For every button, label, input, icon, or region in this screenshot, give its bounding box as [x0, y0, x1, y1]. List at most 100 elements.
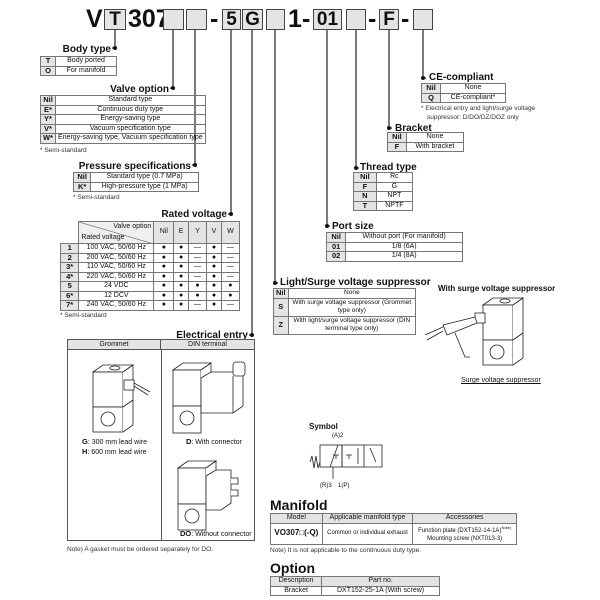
diagonal-header: Valve option Rated voltage	[78, 221, 155, 244]
option-code: N	[353, 191, 377, 202]
option-value: —	[187, 262, 208, 273]
option-code: Nil	[353, 172, 377, 183]
option-value: ●	[206, 300, 222, 311]
code-bracket: F	[379, 9, 399, 30]
option-value: ●	[153, 252, 175, 263]
option-value: ●	[187, 281, 208, 292]
semi-standard-note: * Semi-standard	[60, 312, 107, 319]
grommet-g-caption: G: 300 mm lead wire	[82, 437, 147, 446]
option-value: With bracket	[405, 141, 465, 152]
col-v: V	[206, 221, 222, 244]
option-value: ●	[173, 300, 189, 311]
col-w: W	[220, 221, 241, 244]
manifold-model: VO307□(-Q)	[270, 522, 323, 545]
option-code: O	[39, 65, 57, 76]
table-row: 7*240 VAC, 50/60 Hz●●—●—	[59, 300, 241, 311]
table-row: 3*110 VAC, 50/60 Hz●●—●—	[59, 262, 241, 273]
pressure-title: Pressure specifications	[78, 161, 191, 172]
option-code: Nil	[325, 232, 347, 243]
din-d-caption: D: With connector	[186, 437, 242, 446]
manifold-type: Common or individual exhaust	[321, 522, 414, 545]
option-value: —	[187, 271, 208, 282]
option-value: ●	[206, 290, 222, 301]
manifold-note: Note) It is not applicable to the contin…	[270, 547, 422, 554]
option-value: None	[440, 83, 506, 94]
option-value: 1/8 (6A)	[345, 241, 463, 252]
ce-note: * Electrical entry and light/surge volta…	[421, 105, 536, 121]
table-row: 6*12 DCV●●●●●	[59, 290, 241, 301]
option-value: —	[187, 300, 208, 311]
option-value: ●	[220, 290, 241, 301]
option-title: Option	[270, 560, 316, 576]
option-value: ●	[206, 262, 222, 273]
option-code: Z	[273, 315, 289, 335]
header-model: Model	[270, 513, 323, 524]
option-value: —	[187, 243, 208, 254]
port-r-label: (R)3	[320, 483, 332, 489]
code-body-type: T	[104, 9, 126, 30]
code-valve-option-slot	[163, 9, 184, 30]
surge-suppressor-label: Surge voltage suppressor	[461, 377, 541, 384]
option-code: T	[353, 200, 377, 211]
option-code: 1	[59, 243, 80, 254]
option-value: NPT	[375, 191, 414, 202]
option-value: ●	[153, 243, 175, 254]
grommet-valve-illustration	[91, 364, 151, 433]
option-value: ●	[206, 271, 222, 282]
option-value: ●	[153, 262, 175, 273]
header-part-no: Part no.	[321, 576, 440, 587]
code-entry: G	[242, 9, 263, 30]
din-without-connector-valve-illustration	[176, 460, 239, 531]
option-value: —	[220, 262, 241, 273]
option-code: Nil	[420, 83, 442, 94]
port-p-label: 1(P)	[338, 483, 350, 489]
option-value: 220 VAC, 50/60 Hz	[78, 271, 155, 282]
option-value: ●	[153, 300, 175, 311]
symbol-title: Symbol	[309, 422, 338, 431]
option-code: W*	[40, 133, 56, 144]
code-thread-slot	[346, 9, 366, 30]
table-row: E*Continuous duty type	[40, 104, 206, 115]
grommet-header: Grommet	[68, 340, 161, 350]
table-row: K*High-pressure type (1 MPa)	[72, 181, 199, 192]
option-value: ●	[153, 271, 175, 282]
bracket-title: Bracket	[395, 123, 432, 134]
col-e: E	[173, 221, 189, 244]
option-code: Nil	[40, 95, 56, 106]
rated-voltage-title: Rated voltage	[161, 209, 227, 220]
option-value: Body ported	[55, 56, 117, 67]
code-suppressor-slot	[266, 9, 285, 30]
code-series: 307	[128, 5, 170, 33]
table-row: W*Energy-saving type, Vacuum specificati…	[40, 133, 206, 144]
option-value: ●	[153, 281, 175, 292]
din-connector-valve-illustration	[171, 361, 246, 434]
option-value: None	[405, 132, 465, 143]
option-value: ●	[187, 290, 208, 301]
semi-standard-note: * Semi-standard	[73, 194, 120, 201]
option-value: 24 VDC	[78, 281, 155, 292]
code-port: 01	[313, 9, 342, 30]
option-value: —	[220, 300, 241, 311]
option-value: High-pressure type (1 MPa)	[90, 181, 199, 192]
header-manifold-type: Applicable manifold type	[321, 513, 414, 524]
option-code: Nil	[387, 132, 407, 143]
option-value: Vacuum specification type	[55, 123, 206, 134]
table-row: 4*220 VAC, 50/60 Hz●●—●—	[59, 271, 241, 282]
option-value: Without port (For manifold)	[345, 232, 463, 243]
valve-symbol-diagram	[309, 444, 383, 479]
